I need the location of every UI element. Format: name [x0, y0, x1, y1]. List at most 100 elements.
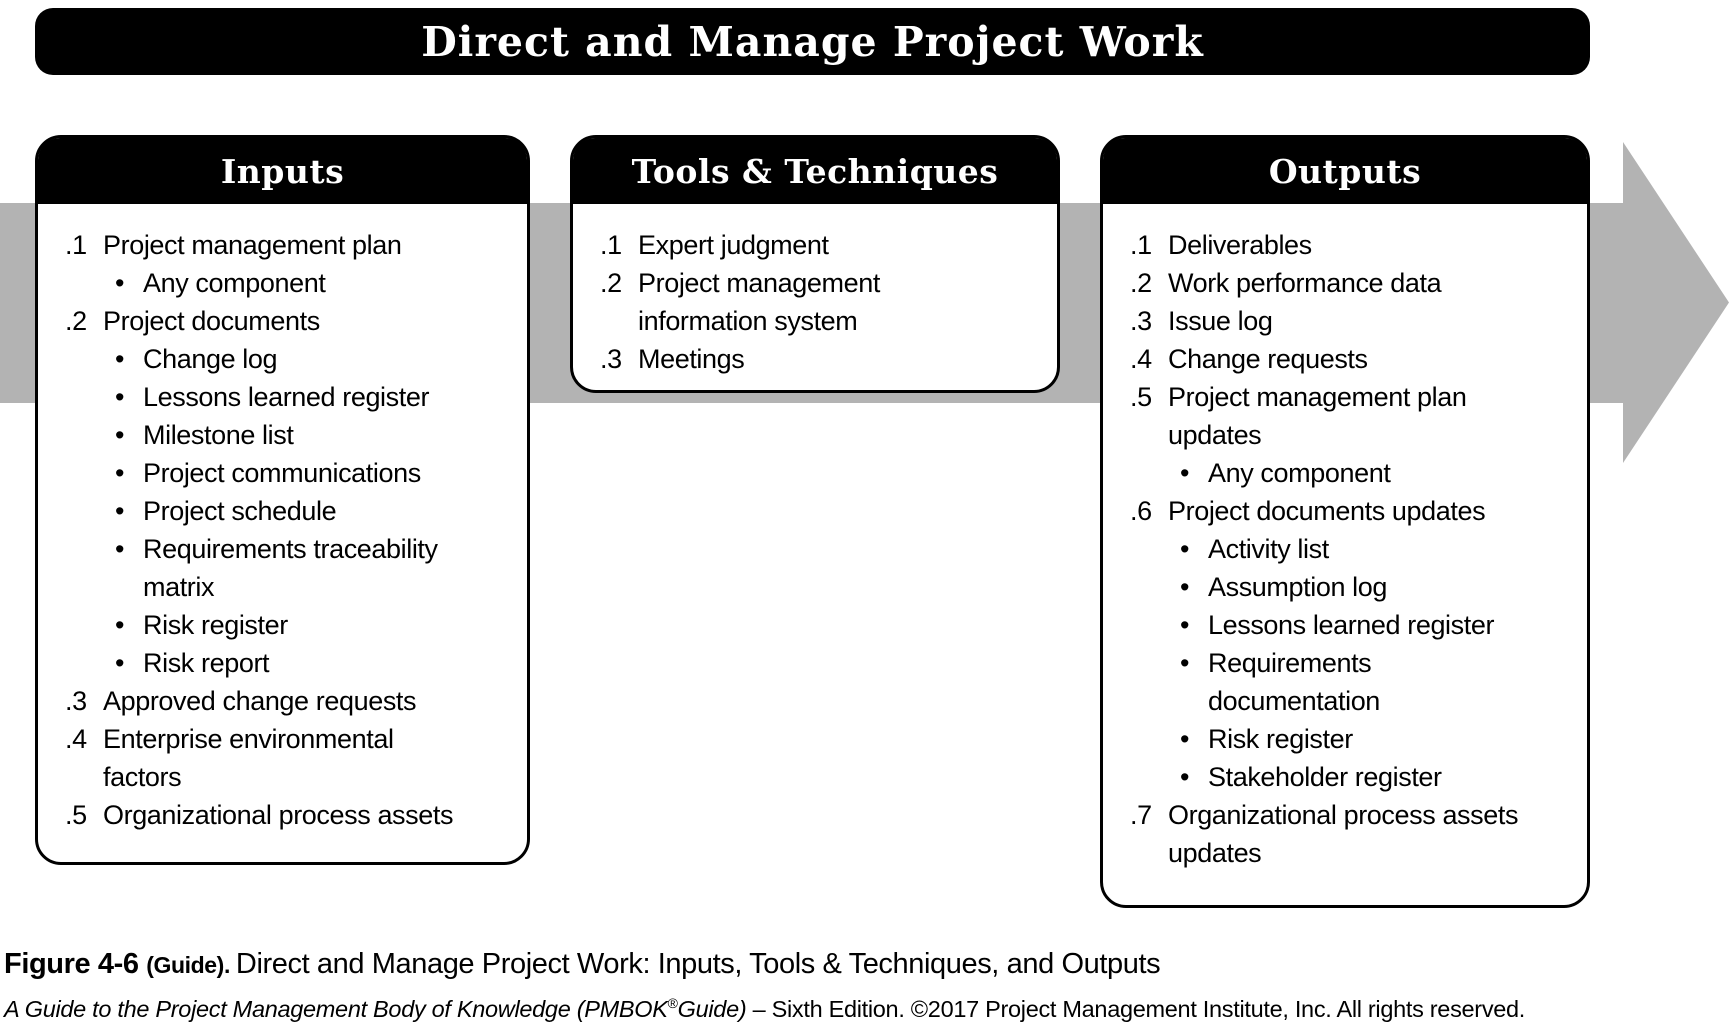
list-item: •Project communications	[115, 454, 517, 492]
item-text: Any component	[143, 268, 326, 298]
process-title-bar: Direct and Manage Project Work	[35, 8, 1590, 75]
list-item: .2 Project management information system	[600, 264, 1047, 340]
item-text: Organizational process assets	[103, 800, 454, 830]
source-attribution: A Guide to the Project Management Body o…	[4, 996, 1525, 1023]
source-title-italic-2: Guide)	[677, 996, 747, 1022]
item-text: Project documents	[103, 306, 320, 336]
item-text: Milestone list	[143, 420, 294, 450]
inputs-header-label: Inputs	[220, 151, 345, 191]
item-number: .3	[65, 686, 87, 716]
figure-guide-tag: (Guide).	[146, 952, 236, 978]
item-text: Risk report	[143, 648, 270, 678]
item-text: Activity list	[1208, 534, 1329, 564]
bullet-marker: •	[1180, 572, 1190, 602]
item-text: Deliverables	[1168, 230, 1312, 260]
item-text: Enterprise environmental factors	[103, 724, 394, 792]
outputs-header: Outputs	[1103, 138, 1587, 204]
list-item: • Risk register	[1180, 720, 1577, 758]
list-item: .5 Project management plan updates	[1130, 378, 1577, 454]
item-number: .3	[600, 344, 622, 374]
item-text: Project management plan	[103, 230, 402, 260]
item-text: Meetings	[638, 344, 745, 374]
list-item: • Activity list	[1180, 530, 1577, 568]
list-item: • Risk report	[115, 644, 517, 682]
tools-techniques-header: Tools & Techniques	[573, 138, 1057, 204]
item-number: .1	[1130, 230, 1152, 260]
item-number: .2	[600, 268, 622, 298]
source-title-italic: A Guide to the Project Management Body o…	[4, 996, 668, 1022]
item-text: Work performance data	[1168, 268, 1442, 298]
bullet-marker: •	[115, 344, 125, 374]
bullet-marker: •	[1180, 534, 1190, 564]
item-number: .2	[1130, 268, 1152, 298]
item-number: .1	[600, 230, 622, 260]
item-text: Assumption log	[1208, 572, 1387, 602]
item-text: Approved change requests	[103, 686, 417, 716]
item-number: .5	[65, 800, 87, 830]
item-text: Requirements documentation	[1208, 648, 1380, 716]
item-number: .4	[1130, 344, 1152, 374]
item-number: .7	[1130, 800, 1152, 830]
bullet-marker: •	[115, 268, 125, 298]
list-item: • Requirements documentation	[1180, 644, 1577, 720]
list-item: • Any component	[1180, 454, 1577, 492]
inputs-header: Inputs	[38, 138, 527, 204]
item-number: .4	[65, 724, 87, 754]
item-text: Any component	[1208, 458, 1391, 488]
list-item: .3 Approved change requests	[65, 682, 517, 720]
item-number: .6	[1130, 496, 1152, 526]
list-item: • Change log	[115, 340, 517, 378]
list-item: .3 Meetings	[600, 340, 1047, 378]
bullet-marker: •	[1180, 762, 1190, 792]
inputs-box: Inputs .1 Project management plan • Any com…	[35, 135, 530, 865]
item-text: Change log	[143, 344, 278, 374]
bullet-marker: •	[115, 420, 125, 450]
item-number: .5	[1130, 382, 1152, 412]
tools-techniques-header-label: Tools & Techniques	[631, 151, 999, 191]
bullet-marker: •	[115, 534, 125, 564]
item-text: Risk register	[143, 610, 288, 640]
figure-number: Figure 4-6	[4, 948, 147, 980]
item-text: Project documents updates	[1168, 496, 1486, 526]
list-item: .6 Project documents updates	[1130, 492, 1577, 530]
item-text: Project management plan updates	[1168, 382, 1467, 450]
item-text: Organizational process assets updates	[1168, 800, 1519, 868]
item-text: Project management information system	[638, 268, 880, 336]
list-item: .1 Deliverables	[1130, 226, 1577, 264]
bullet-marker: •	[115, 382, 125, 412]
list-item: .7 Organizational process assets updates	[1130, 796, 1577, 872]
process-title: Direct and Manage Project Work	[421, 17, 1204, 66]
list-item: • Lessons learned register	[115, 378, 517, 416]
list-item: • Requirements traceability matrix	[115, 530, 517, 606]
list-item: • Risk register	[115, 606, 517, 644]
bullet-marker: •	[115, 648, 125, 678]
item-text: Risk register	[1208, 724, 1353, 754]
outputs-box: Outputs .1 Deliverables .2 Work performance…	[1100, 135, 1590, 908]
list-item: .4 Enterprise environmental factors	[65, 720, 517, 796]
figure-caption-text: Direct and Manage Project Work: Inputs, …	[235, 948, 1161, 980]
list-item: •Stakeholder register	[1180, 758, 1577, 796]
list-item: •Lessons learned register	[1180, 606, 1577, 644]
list-item: • Any component	[115, 264, 517, 302]
list-item: • Milestone list	[115, 416, 517, 454]
figure-caption: Figure 4-6 (Guide). Direct and Manage Pr…	[4, 948, 1161, 981]
bullet-marker: •	[1180, 648, 1190, 678]
item-text: Lessons learned register	[1208, 610, 1495, 640]
outputs-header-label: Outputs	[1268, 151, 1422, 191]
registered-mark: ®	[667, 995, 678, 1012]
bullet-marker: •	[1180, 724, 1190, 754]
item-number: .1	[65, 230, 87, 260]
item-text: Requirements traceability matrix	[143, 534, 438, 602]
list-item: • Assumption log	[1180, 568, 1577, 606]
list-item: .2 Work performance data	[1130, 264, 1577, 302]
item-text: Lessons learned register	[143, 382, 430, 412]
bullet-marker: •	[1180, 458, 1190, 488]
bullet-marker: •	[115, 610, 125, 640]
